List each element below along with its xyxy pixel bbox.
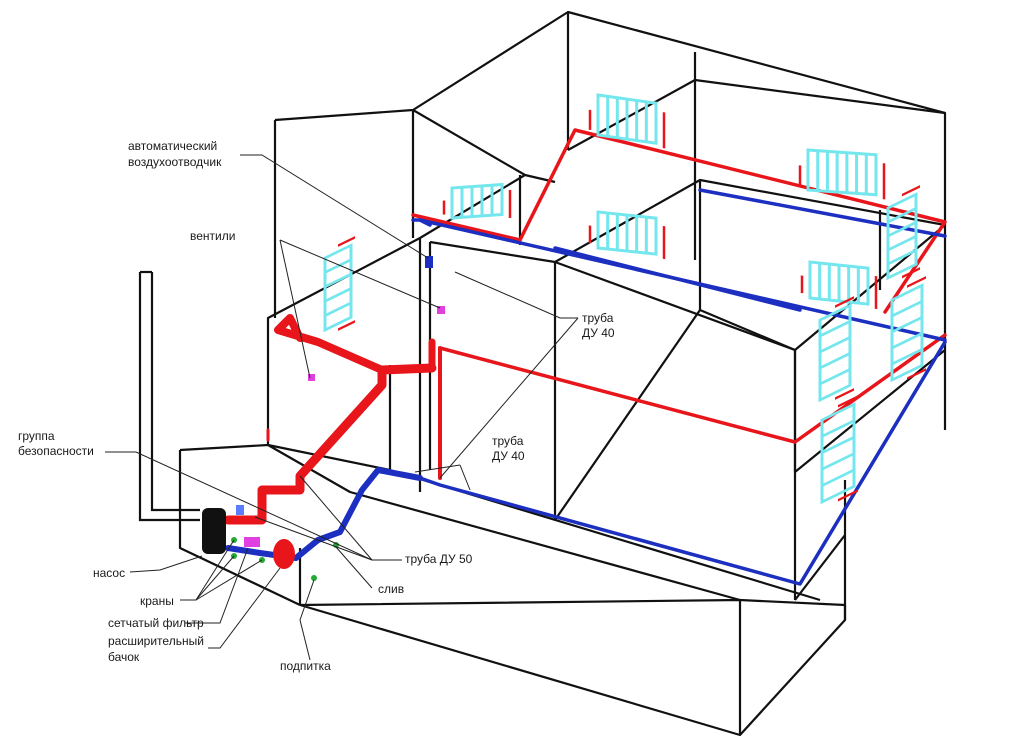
label-pipe40-a-line2: ДУ 40 bbox=[582, 326, 615, 340]
radiator-connection bbox=[798, 163, 886, 200]
supply-piping bbox=[223, 128, 947, 525]
radiator-frame bbox=[820, 402, 856, 505]
label-makeup: подпитка bbox=[280, 659, 331, 673]
radiator-fin bbox=[888, 206, 916, 224]
radiator-fin bbox=[822, 435, 854, 455]
leader-lines bbox=[105, 154, 579, 661]
radiator-connection bbox=[588, 225, 666, 260]
radiator-connection bbox=[442, 189, 512, 219]
valve-lower bbox=[308, 374, 315, 381]
label-air-vent-line2: воздухоотводчик bbox=[128, 155, 222, 169]
radiator bbox=[798, 148, 886, 200]
label-pipe40-a-line1: труба bbox=[582, 311, 614, 325]
radiator bbox=[820, 395, 858, 505]
radiator-fin bbox=[822, 468, 854, 488]
radiator-frame bbox=[450, 182, 504, 220]
radiator bbox=[588, 93, 666, 149]
radiator-frame bbox=[323, 243, 353, 333]
radiator-fin bbox=[820, 335, 850, 354]
label-filter: сетчатый фильтр bbox=[108, 616, 204, 630]
pump-body bbox=[202, 508, 226, 554]
label-tank-line2: бачок bbox=[108, 650, 140, 664]
return-piping bbox=[225, 188, 947, 586]
radiator-fin bbox=[888, 234, 916, 252]
radiator bbox=[442, 182, 512, 220]
radiator-fin bbox=[892, 315, 922, 334]
radiator-connection bbox=[907, 276, 926, 380]
radiator-fin bbox=[820, 367, 850, 386]
label-pump: насос bbox=[93, 566, 125, 580]
radiator-frame bbox=[818, 303, 852, 403]
radiator-fin bbox=[888, 248, 916, 266]
radiator-frame bbox=[890, 283, 924, 383]
radiator-fin bbox=[892, 299, 922, 318]
radiator-fin bbox=[822, 452, 854, 471]
label-drain: слив bbox=[378, 582, 404, 596]
label-pipe40-b-line1: труба bbox=[492, 434, 524, 448]
radiator-connection bbox=[835, 296, 854, 400]
radiator bbox=[323, 236, 355, 333]
radiator-connection bbox=[838, 395, 858, 502]
label-safety-line2: безопасности bbox=[18, 444, 94, 458]
radiator-fin bbox=[822, 419, 854, 438]
radiator bbox=[588, 210, 666, 260]
label-pipe50: труба ДУ 50 bbox=[405, 552, 473, 566]
expansion-tank bbox=[273, 539, 295, 569]
radiator-fin bbox=[820, 319, 850, 338]
radiator-connection bbox=[588, 109, 666, 149]
radiators bbox=[323, 93, 926, 505]
label-pipe40-b-line2: ДУ 40 bbox=[492, 449, 525, 463]
makeup-valve bbox=[311, 575, 317, 581]
radiator-fin bbox=[325, 272, 351, 289]
label-air-vent-line1: автоматический bbox=[128, 139, 217, 153]
radiator-connection bbox=[902, 185, 920, 279]
radiator bbox=[890, 276, 926, 383]
callout-labels: автоматический воздухоотводчик вентили т… bbox=[18, 139, 615, 673]
radiator bbox=[800, 260, 878, 310]
radiator bbox=[886, 185, 920, 281]
label-taps: краны bbox=[140, 594, 174, 608]
radiator-fin bbox=[892, 331, 922, 350]
valve-upper bbox=[437, 306, 445, 314]
air-vent bbox=[425, 256, 433, 268]
label-valves: вентили bbox=[190, 229, 235, 243]
mesh-filter bbox=[244, 537, 260, 547]
radiator-fin bbox=[325, 301, 351, 318]
chimney-flue bbox=[138, 270, 200, 522]
label-safety-line1: группа bbox=[18, 429, 55, 443]
radiator-fin bbox=[325, 258, 351, 274]
radiator-connection bbox=[800, 275, 878, 310]
safety-group-valve bbox=[236, 505, 244, 515]
radiator-frame bbox=[886, 192, 918, 281]
radiator-fin bbox=[820, 351, 850, 370]
house-wireframe bbox=[178, 10, 947, 737]
radiator-fin bbox=[888, 220, 916, 238]
radiator bbox=[818, 296, 854, 403]
radiator-fin bbox=[325, 287, 351, 303]
label-tank-line1: расширительный bbox=[108, 634, 204, 648]
radiator-connection bbox=[338, 236, 355, 331]
radiator-frame bbox=[806, 148, 878, 197]
radiator-fin bbox=[892, 347, 922, 366]
boiler-room-equipment bbox=[202, 256, 445, 581]
